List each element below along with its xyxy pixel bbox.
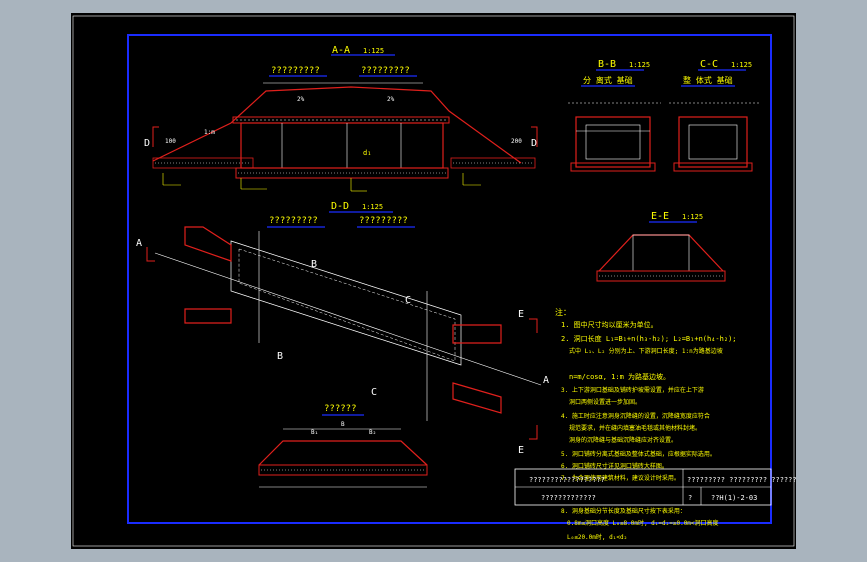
section-bottom-title: ??????: [324, 404, 357, 414]
notes: 注： 1. 图中尺寸均以厘米为单位。 2. 洞口长度 L₁=B₁+n(h₃-h₂…: [555, 307, 737, 541]
section-aa: A-A 1:125 ????????? ????????? 2% 2% d₁ 1…: [144, 45, 538, 192]
section-bb-title: B-B: [598, 59, 616, 70]
title-block-row1-right: ????????? ????????? ??????: [687, 476, 796, 484]
section-cc-scale: 1:125: [731, 61, 752, 69]
note-line: 3. 上下游洞口基础及铺砖护坡需设置，并应在上下游: [561, 386, 704, 394]
section-aa-label-left: ?????????: [271, 66, 320, 76]
title-block-drawing-number: ??H(1)-2-03: [711, 494, 757, 502]
section-ee: E-E 1:125: [596, 211, 726, 282]
note-line: 4. 施工时应注意洞身沉降缝的设置，沉降缝宽度应符合: [561, 412, 710, 420]
outer-frame: [72, 15, 795, 547]
note-line: 式中 L₁、L₂ 分别为上、下游洞口长度; 1:n为路基边坡: [569, 347, 723, 355]
bottom-dim-b: B: [341, 421, 345, 428]
note-line: 洞身的沉降缝与基础沉降缝应对齐设置。: [569, 436, 677, 444]
section-cc-title: C-C: [700, 59, 718, 70]
marker-e-top: E: [518, 309, 524, 320]
marker-d-right: D: [531, 138, 537, 149]
note-line: 2. 洞口长度 L₁=B₁+n(h₃-h₂); L₂=B₁+n(h₄-h₂);: [561, 334, 737, 343]
section-aa-label-right: ?????????: [361, 66, 410, 76]
note-line: 规范要求，并在缝内填塞油毛毯或其他材料封堵。: [569, 424, 701, 432]
aa-dim-100: 100: [165, 138, 176, 145]
section-dd: D-D 1:125 ????????? ????????? A A B B C …: [136, 201, 549, 456]
note-line: 6. 洞口铺砖尺寸详见洞口铺砖大样图。: [561, 462, 668, 470]
section-ee-scale: 1:125: [682, 213, 703, 221]
marker-b-bottom: B: [277, 351, 283, 362]
aa-dim-left: 2%: [297, 96, 305, 103]
drawing-sheet: A-A 1:125 ????????? ????????? 2% 2% d₁ 1…: [71, 13, 796, 549]
aa-mark: d₁: [363, 149, 371, 157]
note-line: 洞口两侧设置进一步加固。: [569, 398, 641, 406]
marker-b-top: B: [311, 259, 317, 270]
marker-c-top: C: [405, 295, 411, 306]
section-dd-label-right: ?????????: [359, 216, 408, 226]
bottom-dim-b1: B₁: [311, 429, 318, 436]
title-block-row2-mid: ?: [688, 494, 692, 502]
note-line: 8. 洞身基础分节长度及基础尺寸按下表采用：: [561, 507, 686, 515]
section-dd-title: D-D: [331, 201, 349, 212]
notes-heading: 注：: [555, 307, 571, 317]
title-block: ?????????????????? ????????? ????????? ?…: [514, 468, 796, 506]
note-line: 5. 洞口铺砖分离式基础及整体式基础，应根据实际选用。: [561, 450, 716, 458]
section-cc-subtitle: 整 体式 基础: [683, 75, 733, 85]
section-aa-scale: 1:125: [363, 47, 384, 55]
marker-a-right: A: [543, 375, 549, 386]
marker-e-bottom: E: [518, 445, 524, 456]
note-line: 0.8m≤洞口高度 L₀≤8.0m时, d₁=d₂=≥0.0m<洞口高度: [567, 519, 719, 527]
note-line: 7. 为合理使用建筑材料，建议设计时采用。: [561, 474, 680, 482]
culvert-drawing: A-A 1:125 ????????? ????????? 2% 2% d₁ 1…: [72, 15, 796, 547]
title-block-row1-left: ??????????????????: [529, 476, 605, 484]
section-dd-label-left: ?????????: [269, 216, 318, 226]
marker-c-bottom: C: [371, 387, 377, 398]
bottom-dim-b2: B₂: [369, 429, 376, 436]
aa-slope: 1:m: [204, 129, 215, 136]
section-aa-title: A-A: [332, 45, 350, 56]
aa-dim-right: 2%: [387, 96, 395, 103]
section-bb-scale: 1:125: [629, 61, 650, 69]
marker-d-left: D: [144, 138, 150, 149]
section-bb-subtitle: 分 离式 基础: [583, 75, 633, 85]
marker-a-left: A: [136, 238, 142, 249]
title-block-row2-left: ?????????????: [541, 494, 596, 502]
inner-frame: [127, 34, 772, 524]
section-ee-title: E-E: [651, 211, 669, 222]
section-dd-scale: 1:125: [362, 203, 383, 211]
section-bb: B-B 1:125 分 离式 基础: [568, 59, 661, 172]
aa-dim-200: 200: [511, 138, 522, 145]
section-cc: C-C 1:125 整 体式 基础: [669, 59, 761, 172]
note-line: L₀≤20.0m时, d₁<d₂: [567, 533, 627, 541]
note-line: n=m/cosα, 1:m 为路基边坡。: [569, 372, 670, 381]
section-bottom: ?????? B B₁ B₂: [258, 404, 428, 488]
note-line: 1. 图中尺寸均以厘米为单位。: [561, 320, 658, 329]
